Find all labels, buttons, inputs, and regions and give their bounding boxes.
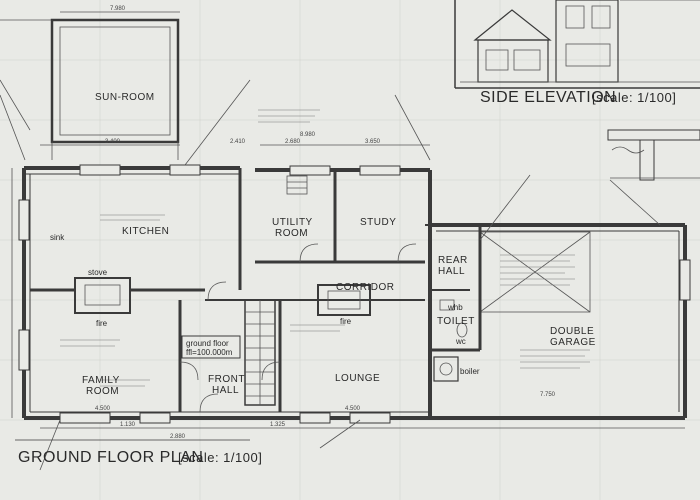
room-label-garage-2: GARAGE bbox=[550, 337, 596, 348]
dimension-11: 1.130 bbox=[120, 422, 136, 428]
level-annotation-box bbox=[181, 335, 241, 359]
dimension-12: 1.325 bbox=[270, 422, 286, 428]
dimension-5: 8.980 bbox=[300, 132, 316, 138]
room-label-front-hall-2: HALL bbox=[212, 385, 239, 396]
dimension-10: 2.880 bbox=[170, 434, 186, 440]
fixture-label-whb: whb bbox=[447, 303, 463, 312]
room-label-sun-room: SUN-ROOM bbox=[95, 92, 155, 103]
toilet-fixtures bbox=[439, 299, 468, 338]
dimension-lines bbox=[11, 11, 685, 429]
level-label: ground floor bbox=[186, 339, 229, 348]
room-label-study: STUDY bbox=[360, 217, 396, 228]
dimension-1: 7.980 bbox=[110, 6, 126, 12]
utility-stairs bbox=[286, 175, 308, 195]
ground-floor-plan-title: GROUND FLOOR PLAN bbox=[18, 449, 203, 466]
room-label-rear-hall-1: REAR bbox=[438, 255, 468, 266]
door-swings bbox=[179, 243, 417, 413]
room-label-family-1: FAMILY bbox=[82, 375, 120, 386]
room-label-front-hall-1: FRONT bbox=[208, 374, 245, 385]
fireplace-lounge bbox=[317, 284, 371, 316]
fixture-label-boiler: boiler bbox=[460, 367, 480, 376]
side-elevation-title: SIDE ELEVATION bbox=[480, 89, 616, 106]
dimension-9: 7.750 bbox=[540, 392, 556, 398]
boiler-fixture bbox=[433, 356, 459, 382]
side-elevation-scale: [scale: 1/100] bbox=[592, 90, 676, 105]
room-label-rear-hall-2: HALL bbox=[438, 266, 465, 277]
dimension-2: 3.400 bbox=[105, 139, 121, 145]
dimension-7: 4.500 bbox=[95, 406, 111, 412]
dimension-3: 2.410 bbox=[230, 139, 246, 145]
room-label-toilet: TOILET bbox=[437, 316, 475, 327]
windows bbox=[18, 164, 691, 424]
internal-walls bbox=[30, 168, 482, 412]
leader-lines bbox=[39, 79, 661, 471]
side-elevation-drawing bbox=[454, 0, 700, 89]
staircase bbox=[244, 299, 276, 406]
fireplace-family bbox=[74, 277, 131, 314]
room-label-family-2: ROOM bbox=[86, 386, 119, 397]
room-label-lounge: LOUNGE bbox=[335, 373, 380, 384]
foundation-section-detail bbox=[607, 129, 700, 181]
dimension-8: 4.500 bbox=[345, 406, 361, 412]
room-label-garage-1: DOUBLE bbox=[550, 326, 594, 337]
fixture-label-fire-family: fire bbox=[96, 319, 108, 328]
fixture-label-fire-lounge: fire bbox=[340, 317, 352, 326]
sun-room-walls bbox=[50, 18, 180, 160]
dimension-6: 3.650 bbox=[365, 139, 381, 145]
fixture-label-wc: wc bbox=[455, 337, 466, 346]
fixture-label-stove: stove bbox=[88, 268, 108, 277]
dimension-4: 2.680 bbox=[285, 139, 301, 145]
note-blocks bbox=[60, 109, 590, 387]
ground-floor-plan-scale: [scale: 1/100] bbox=[178, 450, 262, 465]
room-label-utility-1: UTILITY bbox=[272, 217, 313, 228]
corner-drainage-lines bbox=[0, 19, 60, 161]
level-value: ffl=100.000m bbox=[186, 348, 233, 357]
room-label-utility-2: ROOM bbox=[275, 228, 308, 239]
room-label-kitchen: KITCHEN bbox=[122, 226, 169, 237]
fixture-label-sink: sink bbox=[50, 233, 65, 242]
room-label-corridor: CORRIDOR bbox=[336, 282, 394, 293]
